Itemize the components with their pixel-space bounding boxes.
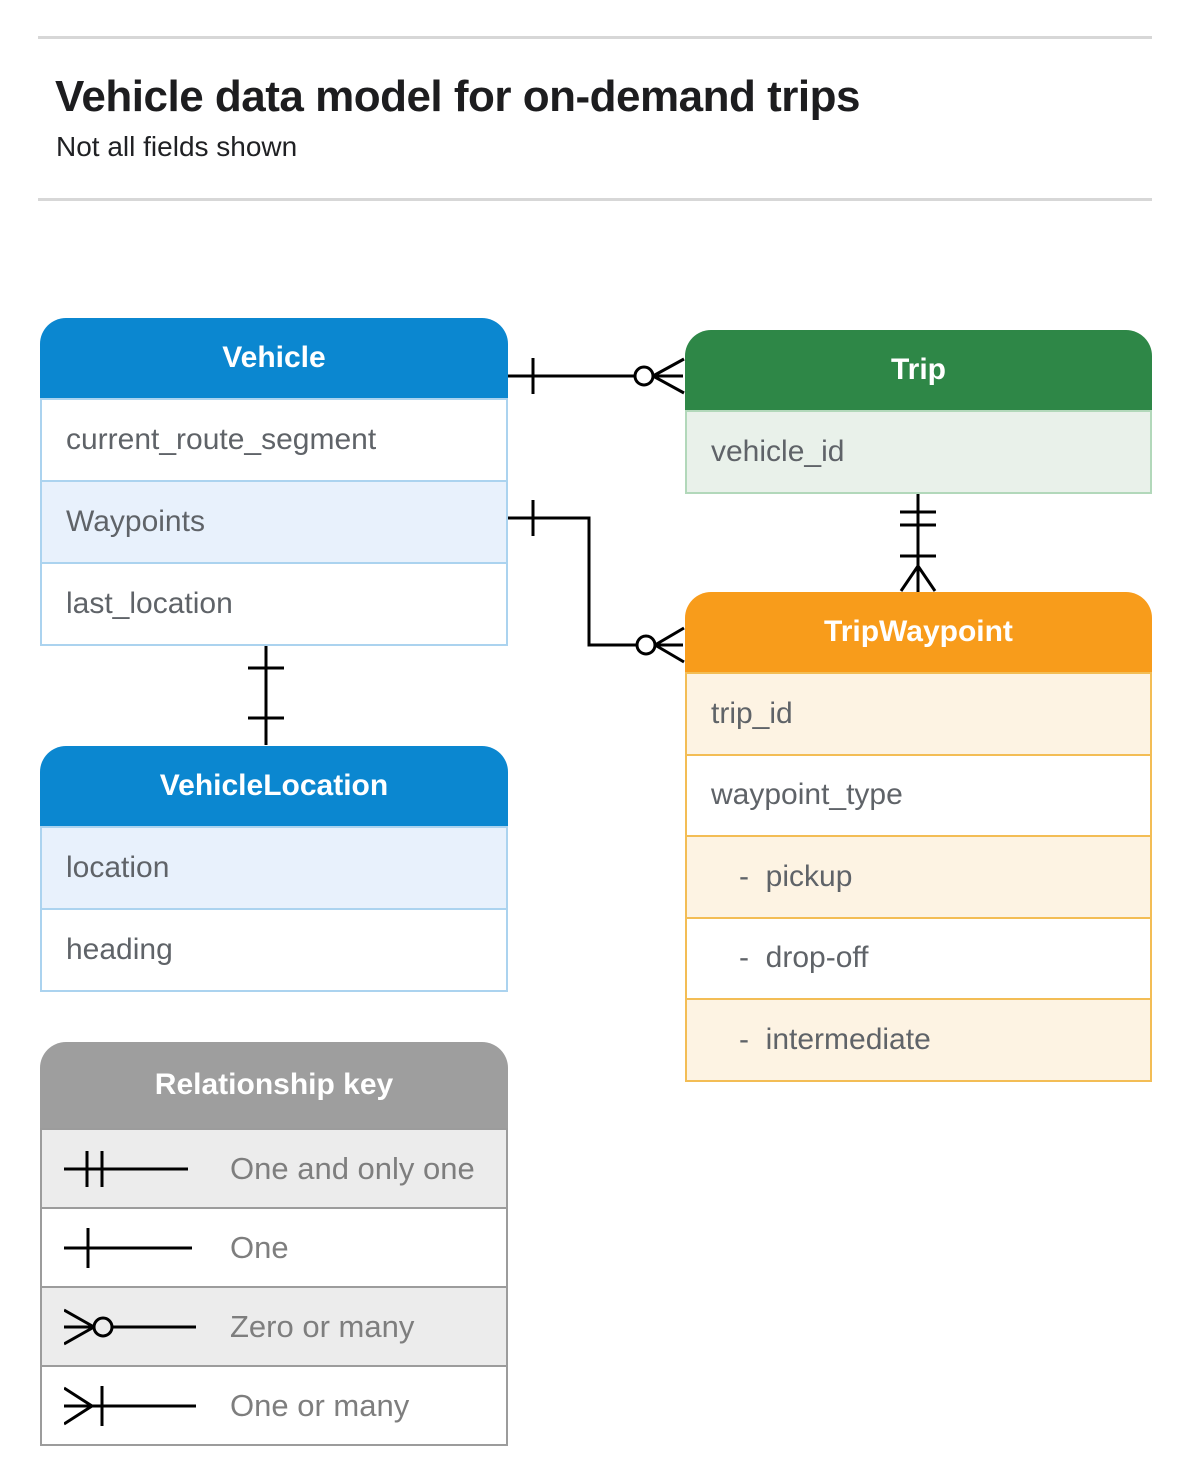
- crow-foot-icon: [652, 357, 685, 395]
- field-label: waypoint_type: [711, 778, 903, 812]
- entity-tripwaypoint: TripWaypoint trip_id waypoint_type - pic…: [685, 592, 1152, 1082]
- zero-or-many-icon: [64, 1308, 196, 1345]
- legend-row: One or many: [42, 1367, 506, 1444]
- relationship-key-title: Relationship key: [40, 1042, 508, 1128]
- field-label: vehicle_id: [711, 435, 845, 468]
- relationship-key: Relationship key One and only one One: [40, 1042, 508, 1446]
- entity-vehicle-fields: current_route_segment Waypoints last_loc…: [40, 398, 508, 646]
- field-row: - intermediate: [687, 1000, 1150, 1080]
- legend-label: One and only one: [230, 1150, 475, 1186]
- legend-row: One and only one: [42, 1130, 506, 1209]
- legend-label: Zero or many: [230, 1308, 415, 1344]
- connector-vehicle-trip: [508, 357, 685, 395]
- connector-vehicle-vehiclelocation: [248, 638, 284, 745]
- field-row: last_location: [42, 564, 506, 644]
- entity-vehicle: Vehicle current_route_segment Waypoints …: [40, 318, 508, 646]
- one-ticks: [248, 666, 284, 720]
- field-label: heading: [66, 933, 173, 966]
- legend-label: One: [230, 1229, 289, 1265]
- entity-vehiclelocation-title: VehicleLocation: [40, 746, 508, 826]
- field-row: waypoint_type: [687, 755, 1150, 837]
- field-row: - drop-off: [687, 918, 1150, 1000]
- entity-vehicle-title: Vehicle: [40, 318, 508, 398]
- crow-foot-icon: [654, 626, 685, 664]
- field-row: vehicle_id: [687, 412, 1150, 492]
- field-label: last_location: [66, 587, 233, 620]
- zero-circle: [633, 365, 655, 387]
- field-row: - pickup: [687, 837, 1150, 919]
- field-label: current_route_segment: [66, 423, 377, 456]
- entity-trip: Trip vehicle_id: [685, 330, 1152, 494]
- entity-trip-title: Trip: [685, 330, 1152, 410]
- crow-foot-icon: [899, 565, 937, 592]
- zero-circle: [635, 634, 657, 656]
- one-or-many-icon: [64, 1385, 196, 1426]
- field-row: heading: [42, 910, 506, 990]
- one-and-only-one-ticks: [900, 510, 936, 527]
- entity-vehiclelocation-fields: location heading: [40, 826, 508, 992]
- legend-row: One: [42, 1209, 506, 1288]
- field-label: - drop-off: [739, 941, 869, 975]
- field-label: - pickup: [739, 859, 853, 893]
- page-subtitle: Not all fields shown: [56, 131, 298, 162]
- one-and-only-one-icon: [64, 1150, 188, 1187]
- entity-vehiclelocation: VehicleLocation location heading: [40, 746, 508, 992]
- one-icon: [64, 1227, 192, 1268]
- field-label: - intermediate: [739, 1022, 931, 1056]
- field-label: location: [66, 851, 170, 884]
- relationship-key-items: One and only one One Zero or many: [40, 1128, 508, 1446]
- header-divider: [38, 198, 1152, 201]
- connector-waypoints-tripwaypoint: [508, 500, 685, 664]
- entity-trip-fields: vehicle_id: [685, 410, 1152, 494]
- field-row: Waypoints: [42, 482, 506, 564]
- field-row: current_route_segment: [42, 400, 506, 482]
- connector-trip-tripwaypoint: [899, 490, 937, 592]
- top-divider: [38, 36, 1152, 39]
- legend-row: Zero or many: [42, 1288, 506, 1367]
- page-title: Vehicle data model for on-demand trips: [55, 72, 860, 121]
- field-label: trip_id: [711, 696, 793, 730]
- entity-tripwaypoint-title: TripWaypoint: [685, 592, 1152, 672]
- entity-tripwaypoint-fields: trip_id waypoint_type - pickup - drop-of…: [685, 672, 1152, 1082]
- field-row: trip_id: [687, 674, 1150, 756]
- legend-label: One or many: [230, 1387, 410, 1423]
- field-row: location: [42, 828, 506, 910]
- field-label: Waypoints: [66, 505, 205, 538]
